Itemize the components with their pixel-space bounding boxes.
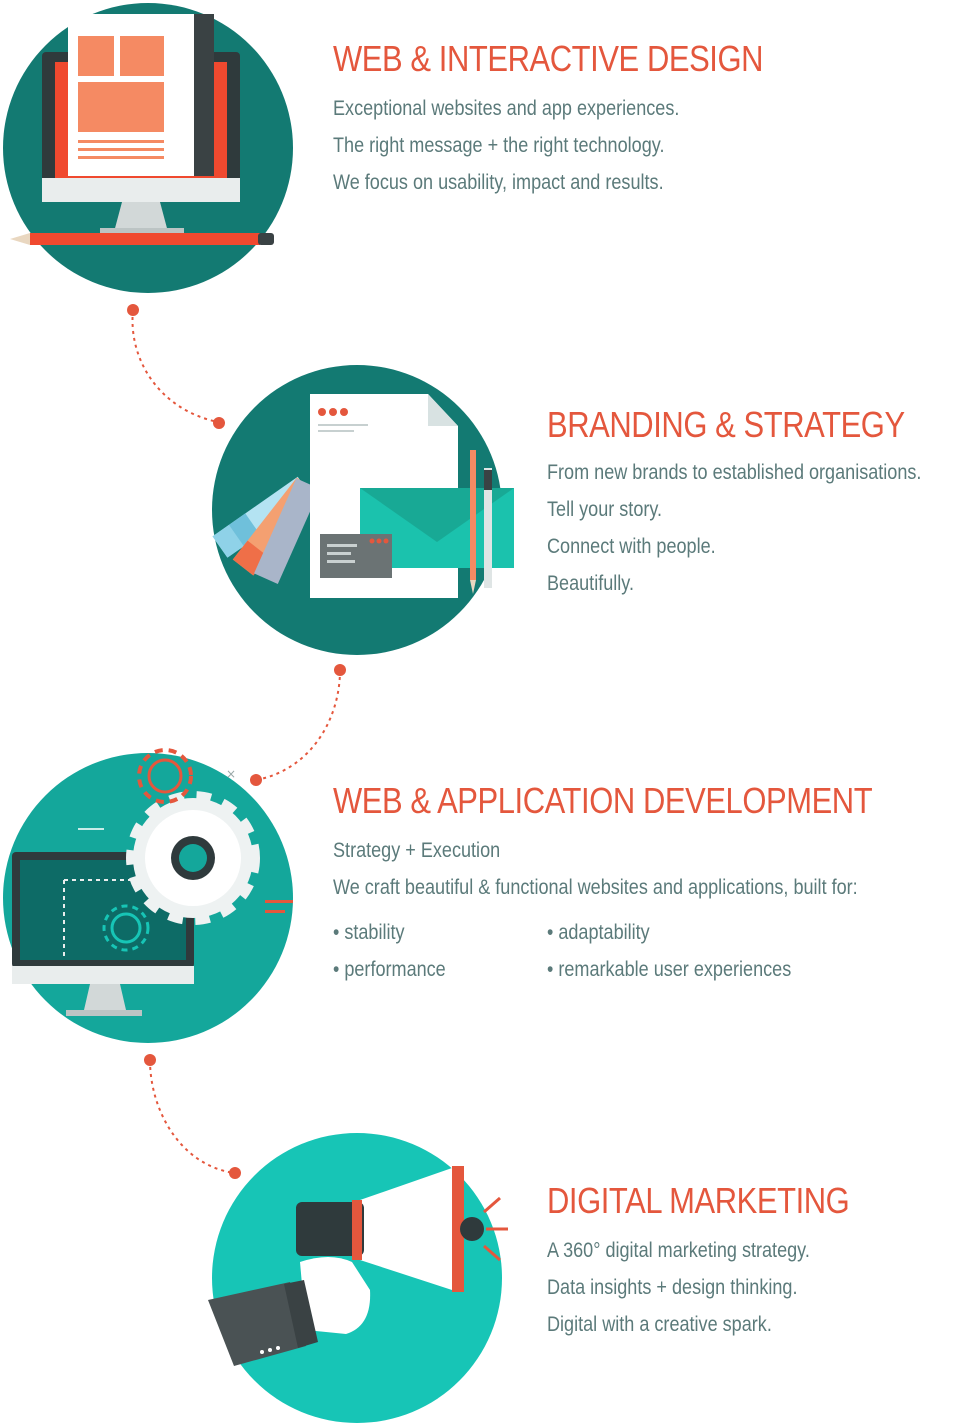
bullet-list: • stability • adaptability • performance… xyxy=(333,914,960,994)
connector-dots xyxy=(127,304,346,1179)
bullet-item: • performance xyxy=(333,958,446,981)
section-web-application-development: WEB & APPLICATION DEVELOPMENT Strategy +… xyxy=(333,780,960,994)
bullet-item: • stability xyxy=(333,921,405,944)
section-line: A 360° digital marketing strategy. xyxy=(547,1239,810,1262)
section-title: WEB & INTERACTIVE DESIGN xyxy=(333,38,764,79)
section-line: Connect with people. xyxy=(547,535,716,558)
section-line: Exceptional websites and app experiences… xyxy=(333,97,680,120)
bullet-item: • remarkable user experiences xyxy=(547,958,792,981)
section-digital-marketing: DIGITAL MARKETING A 360° digital marketi… xyxy=(547,1180,899,1343)
connector-3 xyxy=(149,1059,235,1174)
section-line: Digital with a creative spark. xyxy=(547,1313,772,1336)
section-line: Beautifully. xyxy=(547,572,635,595)
section-line: From new brands to established organisat… xyxy=(547,461,922,484)
gear-monitor-icon: × xyxy=(3,748,293,1043)
stationery-branding-icon xyxy=(212,365,514,655)
section-web-interactive-design: WEB & INTERACTIVE DESIGN Exceptional web… xyxy=(333,38,833,201)
connector-2 xyxy=(255,669,341,781)
bullet-item: • adaptability xyxy=(547,921,650,944)
section-line: The right message + the right technology… xyxy=(333,134,665,157)
section-line: Data insights + design thinking. xyxy=(547,1276,798,1299)
section-line: Strategy + Execution xyxy=(333,839,501,862)
monitor-design-icon xyxy=(3,3,293,293)
svg-text:×: × xyxy=(226,767,236,781)
section-line: We craft beautiful & functional websites… xyxy=(333,876,858,899)
section-branding-strategy: BRANDING & STRATEGY From new brands to e… xyxy=(547,404,964,602)
section-title: DIGITAL MARKETING xyxy=(547,1180,850,1221)
section-line: We focus on usability, impact and result… xyxy=(333,171,664,194)
section-title: BRANDING & STRATEGY xyxy=(547,404,905,445)
connector-1 xyxy=(131,309,219,423)
section-line: Tell your story. xyxy=(547,498,663,521)
section-title: WEB & APPLICATION DEVELOPMENT xyxy=(333,780,873,821)
megaphone-icon xyxy=(208,1133,508,1423)
dotted-connectors xyxy=(131,309,341,1174)
